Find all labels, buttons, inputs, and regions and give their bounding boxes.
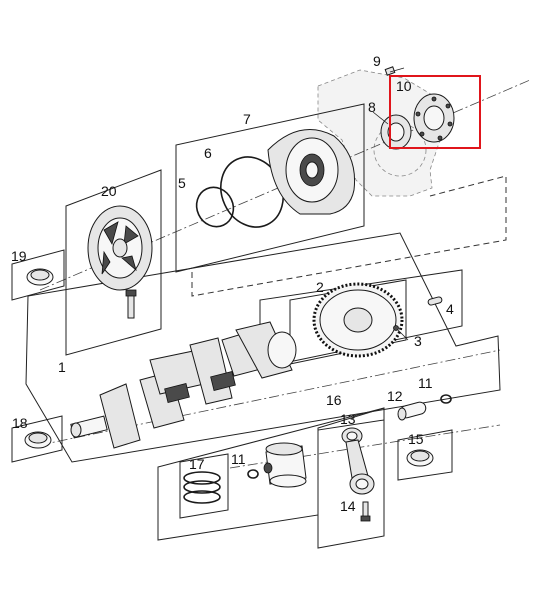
crankshaft[interactable] bbox=[70, 321, 297, 449]
label-11b: 11 bbox=[418, 375, 433, 391]
label-5: 5 bbox=[178, 175, 186, 191]
oil-pump-cover[interactable] bbox=[267, 129, 356, 215]
rod-bolt[interactable] bbox=[360, 501, 371, 522]
panel-1 bbox=[25, 232, 501, 463]
bearing-shell-19[interactable] bbox=[26, 268, 54, 286]
label-9: 9 bbox=[373, 53, 381, 69]
panel-16-rod bbox=[317, 407, 385, 549]
label-11a: 11 bbox=[231, 451, 246, 467]
label-13: 13 bbox=[340, 411, 356, 427]
panel-19 bbox=[11, 249, 65, 301]
label-12: 12 bbox=[387, 388, 403, 404]
circlip-11-lower[interactable] bbox=[247, 469, 259, 479]
callout-labels: 1 2 3 4 5 6 7 8 9 10 11 11 12 13 14 15 1… bbox=[11, 53, 454, 514]
panel-20 bbox=[65, 169, 162, 356]
label-16: 16 bbox=[326, 392, 342, 408]
rod-bearing-15[interactable] bbox=[406, 449, 434, 467]
piston-rings[interactable] bbox=[183, 471, 221, 504]
balancer-pulley[interactable] bbox=[87, 205, 153, 291]
dowel-pin-4[interactable] bbox=[427, 296, 443, 306]
label-15: 15 bbox=[408, 431, 424, 447]
label-19: 19 bbox=[11, 248, 27, 264]
circlip-11-upper[interactable] bbox=[440, 394, 452, 404]
panel-17 bbox=[179, 453, 229, 519]
panel-18 bbox=[11, 415, 63, 463]
piston[interactable] bbox=[263, 442, 307, 488]
label-3: 3 bbox=[414, 333, 422, 349]
panel-7 bbox=[175, 103, 365, 273]
o-ring-small[interactable] bbox=[190, 181, 240, 232]
balancer-bolt[interactable] bbox=[125, 289, 137, 319]
label-20: 20 bbox=[101, 183, 117, 199]
label-17: 17 bbox=[189, 456, 205, 472]
label-18: 18 bbox=[12, 415, 28, 431]
panel-15 bbox=[397, 429, 453, 481]
rear-seal-boundary bbox=[191, 175, 507, 297]
drive-plate-highlighted[interactable] bbox=[413, 93, 455, 143]
label-6: 6 bbox=[204, 145, 212, 161]
flex-plate[interactable] bbox=[312, 282, 404, 358]
label-7: 7 bbox=[243, 111, 251, 127]
label-8: 8 bbox=[368, 99, 376, 115]
label-4: 4 bbox=[446, 301, 454, 317]
spacer-ring[interactable] bbox=[380, 114, 412, 150]
label-1: 1 bbox=[58, 359, 66, 375]
bolt-3[interactable] bbox=[393, 325, 409, 341]
label-14: 14 bbox=[340, 498, 356, 514]
connecting-rod[interactable] bbox=[341, 427, 375, 495]
label-10: 10 bbox=[396, 78, 412, 94]
bearing-shell-18[interactable] bbox=[24, 431, 52, 449]
label-2: 2 bbox=[316, 279, 324, 295]
piston-pin[interactable] bbox=[397, 401, 427, 421]
highlight-box bbox=[389, 75, 481, 149]
bolt-9[interactable] bbox=[384, 66, 405, 76]
